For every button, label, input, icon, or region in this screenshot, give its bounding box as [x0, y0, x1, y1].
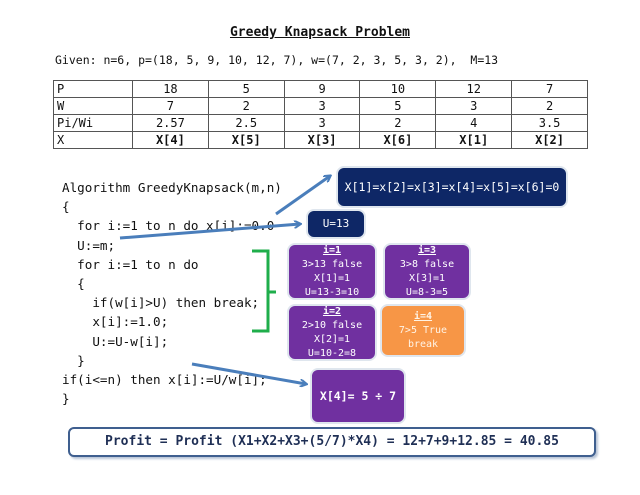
arrow-init: [275, 176, 330, 216]
code-line: if(i<=n) then x[i]:=U/w[i];: [62, 372, 267, 388]
code-line: if(w[i]>U) then break;: [62, 295, 260, 311]
brace: [252, 249, 276, 333]
iteration-head: i=3: [417, 244, 437, 256]
code-line: for i:=1 to n do: [62, 256, 199, 272]
iteration-line: 3>13 false: [301, 258, 363, 270]
init-box: X[1]=x[2]=x[3]=x[4]=x[5]=x[6]=0: [336, 166, 568, 208]
iteration-head: i=1: [322, 244, 342, 256]
iteration-head: i=2: [322, 305, 342, 317]
code-line: Algorithm GreedyKnapsack(m,n): [62, 180, 282, 195]
arrow-u-init: [119, 224, 300, 240]
given-statement: Given: n=6, p=(18, 5, 9, 10, 12, 7), w=(…: [55, 53, 499, 67]
code-line: {: [62, 276, 85, 292]
iteration-line: X[2]=1: [313, 333, 351, 345]
u-init-box: U=13: [306, 209, 366, 239]
table-row-x: X X[4] X[5] X[3] X[6] X[1] X[2]: [53, 131, 588, 149]
u-init-text: U=13: [322, 217, 350, 230]
fraction-text: X[4]= 5 ÷ 7: [319, 389, 397, 403]
algorithm-code: Algorithm GreedyKnapsack(m,n) { for i:=1 …: [62, 178, 282, 408]
knapsack-table: P 18 5 9 10 12 7 W 7 2 3 5 3 2 Pi/Wi 2.5…: [53, 80, 588, 149]
code-line: x[i]:=1.0;: [62, 314, 169, 330]
iteration-3-box: i=3 3>8 false X[3]=1 U=8-3=5: [383, 243, 471, 300]
profit-result: Profit = Profit (X1+X2+X3+(5/7)*X4) = 12…: [68, 427, 596, 457]
init-text: X[1]=x[2]=x[3]=x[4]=x[5]=x[6]=0: [344, 180, 560, 194]
code-line: U:=m;: [62, 237, 116, 253]
arrow-fraction: [191, 362, 306, 384]
iteration-line: U=10-2=8: [307, 347, 357, 359]
profit-text: Profit = Profit (X1+X2+X3+(5/7)*X4) = 12…: [105, 434, 559, 449]
table-cell: X[4]: [132, 131, 209, 149]
code-line: }: [62, 391, 70, 407]
code-line: U:=U-w[i];: [62, 333, 169, 349]
fraction-box: X[4]= 5 ÷ 7: [310, 368, 406, 424]
row-header: X: [53, 131, 133, 149]
table-row-w: W 7 2 3 5 3 2: [53, 97, 588, 115]
table-cell: X[1]: [435, 131, 513, 149]
code-line: }: [62, 352, 85, 368]
iteration-line: 7>5 True: [398, 324, 448, 336]
table-cell: X[2]: [511, 131, 588, 149]
iteration-line: U=8-3=5: [405, 286, 449, 298]
table-cell: X[6]: [359, 131, 437, 149]
table-cell: X[5]: [207, 131, 285, 149]
iteration-2-box: i=2 2>10 false X[2]=1 U=10-2=8: [287, 304, 377, 361]
iteration-head: i=4: [413, 310, 433, 322]
iteration-4-box: i=4 7>5 True break: [380, 304, 466, 357]
iteration-line: X[1]=1: [313, 272, 351, 284]
iteration-line: 3>8 false: [399, 258, 455, 270]
iteration-1-box: i=1 3>13 false X[1]=1 U=13-3=10: [287, 243, 377, 300]
table-row-ratio: Pi/Wi 2.57 2.5 3 2 4 3.5: [53, 114, 588, 132]
page-title: Greedy Knapsack Problem: [229, 25, 410, 40]
code-line: for i:=1 to n do x[i]:=0.0: [62, 218, 275, 234]
iteration-line: X[3]=1: [408, 272, 446, 284]
iteration-line: U=13-3=10: [304, 286, 360, 298]
iteration-line: break: [407, 338, 439, 350]
code-line: {: [62, 199, 70, 215]
iteration-line: 2>10 false: [301, 319, 363, 331]
